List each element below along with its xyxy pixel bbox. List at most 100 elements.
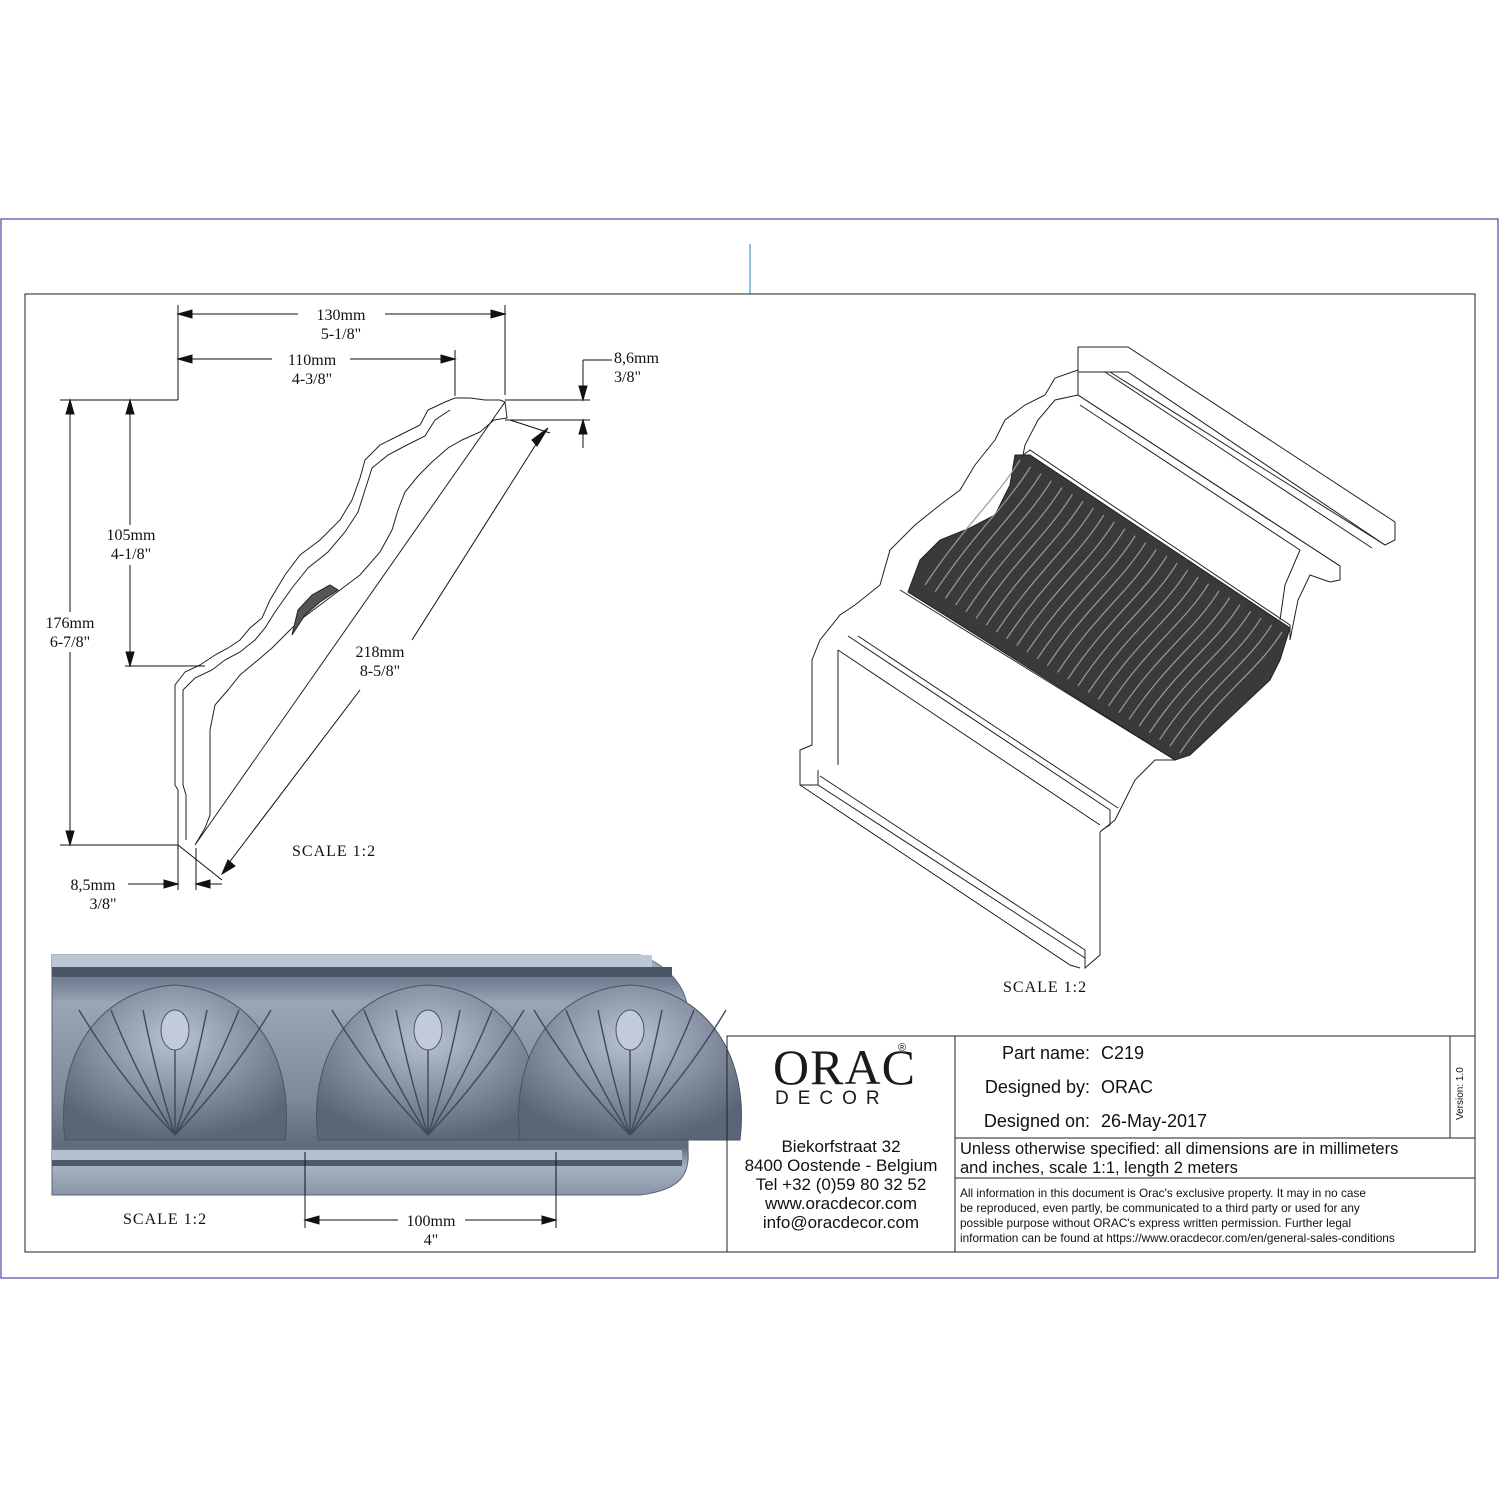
leaf-vein <box>597 1009 631 1136</box>
cove-flute <box>1169 624 1273 747</box>
scale-profile-label: SCALE 1:2 <box>292 843 376 860</box>
version-label: Version: 1.0 <box>1455 1067 1466 1120</box>
leaf-vein <box>331 1009 429 1136</box>
profile-dimensions <box>60 305 612 890</box>
profile-carving <box>291 584 339 636</box>
general-note-line-1: Unless otherwise specified: all dimensio… <box>960 1140 1399 1158</box>
outer-border <box>0 218 1499 1279</box>
acanthus-leaves <box>63 984 742 1141</box>
cove-flute <box>934 466 1031 593</box>
profile-view <box>174 397 508 846</box>
address-line-1: Biekorfstraat 32 <box>781 1137 901 1156</box>
designed-on-label: Designed on: <box>983 1111 1090 1131</box>
cove-flute <box>1016 521 1115 646</box>
leaf-vein <box>142 1009 176 1136</box>
phone: Tel +32 (0)59 80 32 52 <box>755 1175 927 1194</box>
leaf-vein <box>174 1009 272 1136</box>
cove-flute <box>1057 549 1157 673</box>
leaf-vein <box>174 1009 208 1136</box>
dim-bottom-thick-in: 3/8" <box>90 896 117 913</box>
designed-by-value: ORAC <box>1101 1077 1154 1097</box>
isometric-carved-cove <box>907 454 1291 761</box>
logo-registered-mark: ® <box>898 1042 907 1054</box>
cove-flute <box>1026 528 1126 653</box>
part-name-value: C219 <box>1101 1043 1145 1063</box>
dim-height-inner-in: 4-1/8" <box>111 546 151 563</box>
legal-line-3: possible purpose without ORAC's express … <box>960 1216 1352 1230</box>
leaf-vein <box>78 1009 176 1136</box>
cove-flute <box>1077 562 1178 687</box>
cove-flute <box>1148 611 1252 734</box>
leaf-vein <box>629 1009 695 1136</box>
leaf-bud <box>413 1009 443 1051</box>
title-block-frame <box>726 1035 1476 1253</box>
front-dimensions <box>303 1152 558 1228</box>
legal-line-2: be reproduced, even partly, be communica… <box>960 1201 1360 1215</box>
leaf-vein <box>110 1009 176 1136</box>
dim-repeat-in: 4" <box>424 1232 439 1249</box>
dim-width-inner-in: 4-3/8" <box>292 371 332 388</box>
cove-flute <box>1128 597 1231 720</box>
dim-height-inner-mm: 105mm <box>107 527 156 544</box>
dim-bottom-thick-mm: 8,5mm <box>71 877 116 894</box>
general-note-line-2: and inches, scale 1:1, length 2 meters <box>960 1159 1238 1177</box>
cove-flute <box>1118 590 1220 714</box>
cove-flute <box>1179 631 1283 754</box>
dim-diagonal-in: 8-5/8" <box>360 663 400 680</box>
cove-flute <box>944 473 1042 599</box>
website: www.oracdecor.com <box>764 1194 918 1213</box>
cove-flute <box>1046 542 1147 666</box>
part-name-label: Part name: <box>1001 1043 1090 1063</box>
scale-front-label: SCALE 1:2 <box>123 1211 207 1228</box>
dim-width-total-in: 5-1/8" <box>321 326 361 343</box>
cove-flute <box>924 459 1021 586</box>
cove-flute <box>975 494 1073 619</box>
orac-logo: ORAC <box>773 1039 916 1095</box>
leaf-vein <box>565 1009 631 1136</box>
designed-by-label: Designed by: <box>984 1077 1090 1097</box>
legal-line-1: All information in this document is Orac… <box>960 1186 1366 1200</box>
dim-repeat-mm: 100mm <box>407 1213 456 1230</box>
front-view <box>51 954 742 1196</box>
leaf-vein <box>363 1009 429 1136</box>
leaf-vein <box>427 1009 461 1136</box>
dim-top-thick-mm: 8,6mm <box>614 350 659 367</box>
dim-top-thick-in: 3/8" <box>614 369 641 386</box>
dim-height-total-mm: 176mm <box>46 615 95 632</box>
leaf-vein <box>395 1009 429 1136</box>
cove-flute <box>1036 535 1136 660</box>
email: info@oracdecor.com <box>762 1213 920 1232</box>
cove-flute <box>1097 576 1199 700</box>
leaf-vein <box>174 1009 240 1136</box>
cove-flute <box>1108 583 1210 707</box>
profile-outline <box>174 397 508 846</box>
cove-flute <box>1067 556 1168 680</box>
leaf-bud <box>615 1009 645 1051</box>
leaf-vein <box>427 1009 525 1136</box>
cove-flute <box>965 487 1063 613</box>
cove-flute <box>1138 604 1241 727</box>
cove-flute <box>1159 617 1262 740</box>
leaf-vein <box>533 1009 631 1136</box>
dim-width-inner-mm: 110mm <box>288 352 337 369</box>
dim-height-total-in: 6-7/8" <box>50 634 90 651</box>
cove-flute <box>985 500 1084 626</box>
orac-logo-sub: DECOR <box>775 1088 889 1109</box>
cove-flute <box>995 507 1094 633</box>
dim-diagonal-mm: 218mm <box>356 644 405 661</box>
leaf-vein <box>629 1009 727 1136</box>
dim-width-total-mm: 130mm <box>317 307 366 324</box>
leaf-bud <box>160 1009 190 1051</box>
leaf-vein <box>629 1009 663 1136</box>
address-line-2: 8400 Oostende - Belgium <box>744 1156 938 1175</box>
leaf-vein <box>427 1009 493 1136</box>
designed-on-value: 26-May-2017 <box>1101 1111 1208 1131</box>
cove-flute <box>1087 569 1189 693</box>
cove-flute <box>1006 514 1105 640</box>
legal-line-4: information can be found at https://www.… <box>960 1231 1395 1245</box>
scale-iso-label: SCALE 1:2 <box>1003 979 1087 996</box>
cove-flute <box>955 480 1052 606</box>
profile-inner-line <box>182 409 451 840</box>
